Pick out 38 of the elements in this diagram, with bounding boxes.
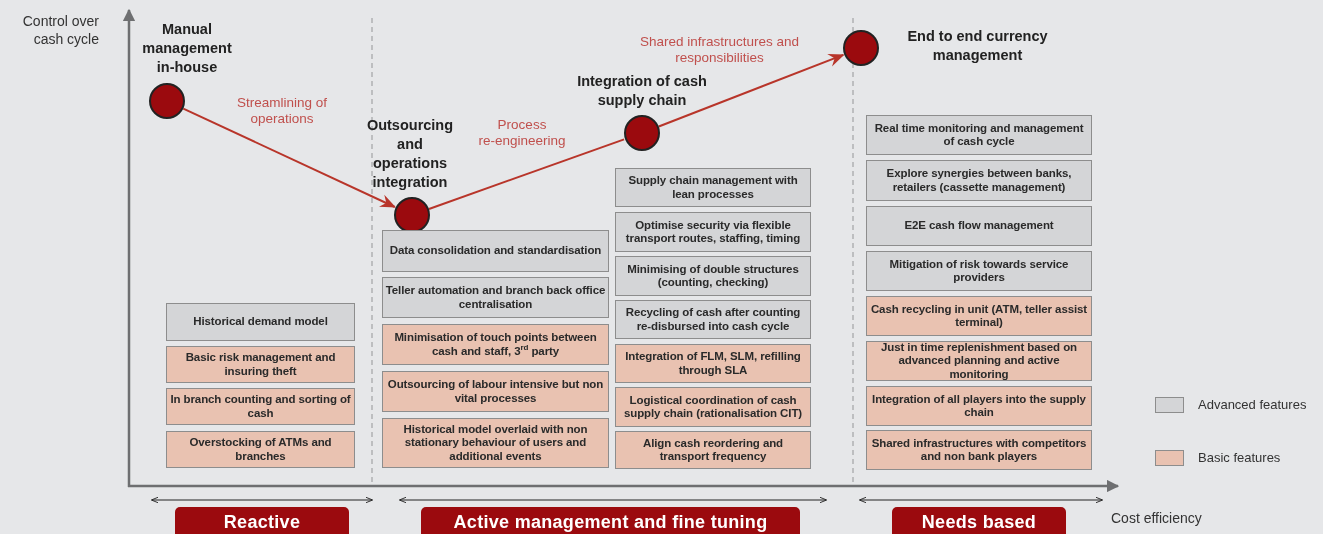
phase-banner: Needs based bbox=[892, 507, 1066, 534]
feature-box: Data consolidation and standardisation bbox=[382, 230, 609, 272]
axis-label: Control over cash cycle bbox=[21, 12, 99, 48]
feature-box: Outsourcing of labour intensive but non vital processes bbox=[382, 371, 609, 412]
feature-box: Recycling of cash after counting re-disbursed into cash cycle bbox=[615, 300, 811, 339]
legend-label: Basic features bbox=[1198, 449, 1281, 467]
feature-box: E2E cash flow management bbox=[866, 206, 1092, 246]
feature-box: Real time monitoring and management of cash cycle bbox=[866, 115, 1092, 155]
feature-box: Shared infrastructures with competitors and non bank players bbox=[866, 430, 1092, 470]
feature-box: Integration of all players into the supply chain bbox=[866, 386, 1092, 426]
feature-box: Explore synergies between banks, retailers (cassette management) bbox=[866, 160, 1092, 201]
feature-box: Supply chain management with lean processes bbox=[615, 168, 811, 207]
feature-box: Historical demand model bbox=[166, 303, 355, 341]
arrow bbox=[657, 53, 845, 128]
feature-box: Optimise security via flexible transport routes, staffing, timing bbox=[615, 212, 811, 252]
feature-box: Overstocking of ATMs and branches bbox=[166, 431, 355, 468]
stage-title: Integration of cash supply chain bbox=[576, 72, 708, 110]
feature-box: Basic risk management and insuring theft bbox=[166, 346, 355, 383]
phase-banner: Active management and fine tuning bbox=[421, 507, 800, 534]
feature-box: Historical model overlaid with non stationary behaviour of users and additional events bbox=[382, 418, 609, 468]
feature-box: Minimisation of touch points between cash and staff, 3$^{rd}$ party bbox=[382, 324, 609, 365]
feature-box: Align cash reordering and transport frequency bbox=[615, 431, 811, 469]
feature-box: Cash recycling in unit (ATM, teller assist terminal) bbox=[866, 296, 1092, 336]
feature-box: In branch counting and sorting of cash bbox=[166, 388, 355, 425]
feature-box: Mitigation of risk towards service providers bbox=[866, 251, 1092, 291]
feature-box: Teller automation and branch back office centralisation bbox=[382, 277, 609, 318]
axis-label: Cost efficiency bbox=[1111, 509, 1203, 527]
stage-title: End to end currency management bbox=[906, 27, 1049, 65]
stage-title: Outsourcing and operations integration bbox=[365, 116, 455, 192]
legend-label: Advanced features bbox=[1198, 396, 1307, 414]
stage-title: Manual management in-house bbox=[141, 20, 233, 77]
feature-box: Just in time replenishment based on advanced planning and active monitoring bbox=[866, 341, 1092, 381]
edge-label: Shared infrastructures and responsibilities bbox=[637, 34, 802, 66]
phase-banner: Reactive bbox=[175, 507, 349, 534]
feature-box: Integration of FLM, SLM, refilling through SLA bbox=[615, 344, 811, 383]
arrow bbox=[182, 107, 396, 208]
feature-box: Minimising of double structures (counting, checking) bbox=[615, 256, 811, 296]
feature-box: Logistical coordination of cash supply chain (rationalisation CIT) bbox=[615, 387, 811, 427]
